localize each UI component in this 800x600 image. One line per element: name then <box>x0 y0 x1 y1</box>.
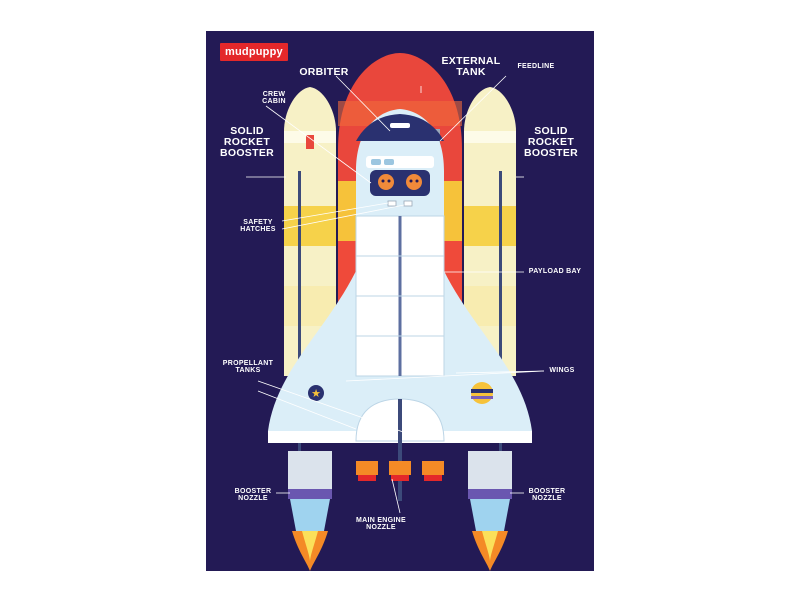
label-main-engine-nozzle: MAIN ENGINE NOZZLE <box>356 517 406 532</box>
label-safety-hatches: SAFETY HATCHES <box>240 219 276 234</box>
safety-hatch <box>403 200 413 207</box>
star-emblem <box>308 385 324 401</box>
label-wings: WINGS <box>549 367 575 374</box>
label-booster-nozzle-left: BOOSTER NOZZLE <box>234 488 272 503</box>
label-crew-cabin: CREW CABIN <box>262 91 286 106</box>
space-shuttle-illustration: ★ <box>246 53 545 571</box>
booster-nozzle-left <box>288 451 332 571</box>
brand-logo: mudpuppy <box>220 43 288 61</box>
safety-hatch <box>387 200 397 207</box>
orbiter: ★ <box>268 109 532 501</box>
label-external-tank: EXTERNAL TANK <box>441 55 501 79</box>
label-solid-rocket-booster-right: SOLID ROCKET BOOSTER <box>523 125 579 160</box>
svg-text:★: ★ <box>311 387 321 400</box>
leader-lines <box>246 75 545 514</box>
solid-rocket-booster-right <box>464 87 516 481</box>
booster-nozzle-right <box>468 451 512 571</box>
label-feedline: FEEDLINE <box>517 63 555 70</box>
label-orbiter: ORBITER <box>299 66 349 78</box>
label-booster-nozzle-right: BOOSTER NOZZLE <box>528 488 566 503</box>
label-propellant-tanks: PROPELLANT TANKS <box>222 360 274 375</box>
main-engine-nozzles <box>356 461 444 481</box>
label-payload-bay: PAYLOAD BAY <box>528 268 582 275</box>
poster: ★ <box>206 31 594 571</box>
label-solid-rocket-booster-left: SOLID ROCKET BOOSTER <box>219 125 275 160</box>
